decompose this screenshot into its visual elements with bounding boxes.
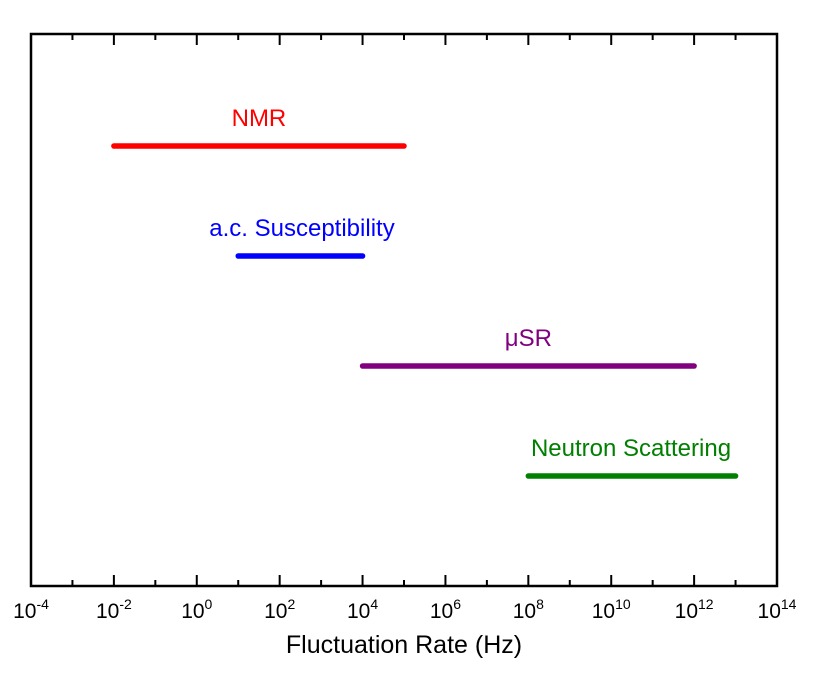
x-tick-label: 102 (264, 596, 295, 623)
series-label-a-c-susceptibility: a.c. Susceptibility (209, 215, 394, 242)
x-tick-label: 1014 (758, 596, 797, 623)
x-tick-label: 1012 (675, 596, 714, 623)
x-tick-label: 10-4 (13, 596, 49, 623)
x-tick-label: 100 (181, 596, 212, 623)
x-tick-label: 104 (347, 596, 378, 623)
series-label-sr: μSR (505, 325, 552, 352)
x-tick-label: 108 (513, 596, 544, 623)
x-axis-tick-labels: 10-4 10-2 100 102 104 106 108 1010 1012 1014 (13, 596, 797, 623)
series-label-nmr: NMR (232, 105, 287, 132)
series-group: NMR a.c. Susceptibility μSR Neutron Scatter… (111, 105, 739, 479)
x-axis-title: Fluctuation Rate (Hz) (286, 631, 522, 659)
x-tick-label: 106 (430, 596, 461, 623)
x-tick-label: 10-2 (96, 596, 132, 623)
plot-frame (29, 32, 779, 588)
x-tick-label: 1010 (592, 596, 631, 623)
x-axis-ticks (30, 34, 778, 586)
series-label-neutron-scattering: Neutron Scattering (531, 435, 731, 462)
